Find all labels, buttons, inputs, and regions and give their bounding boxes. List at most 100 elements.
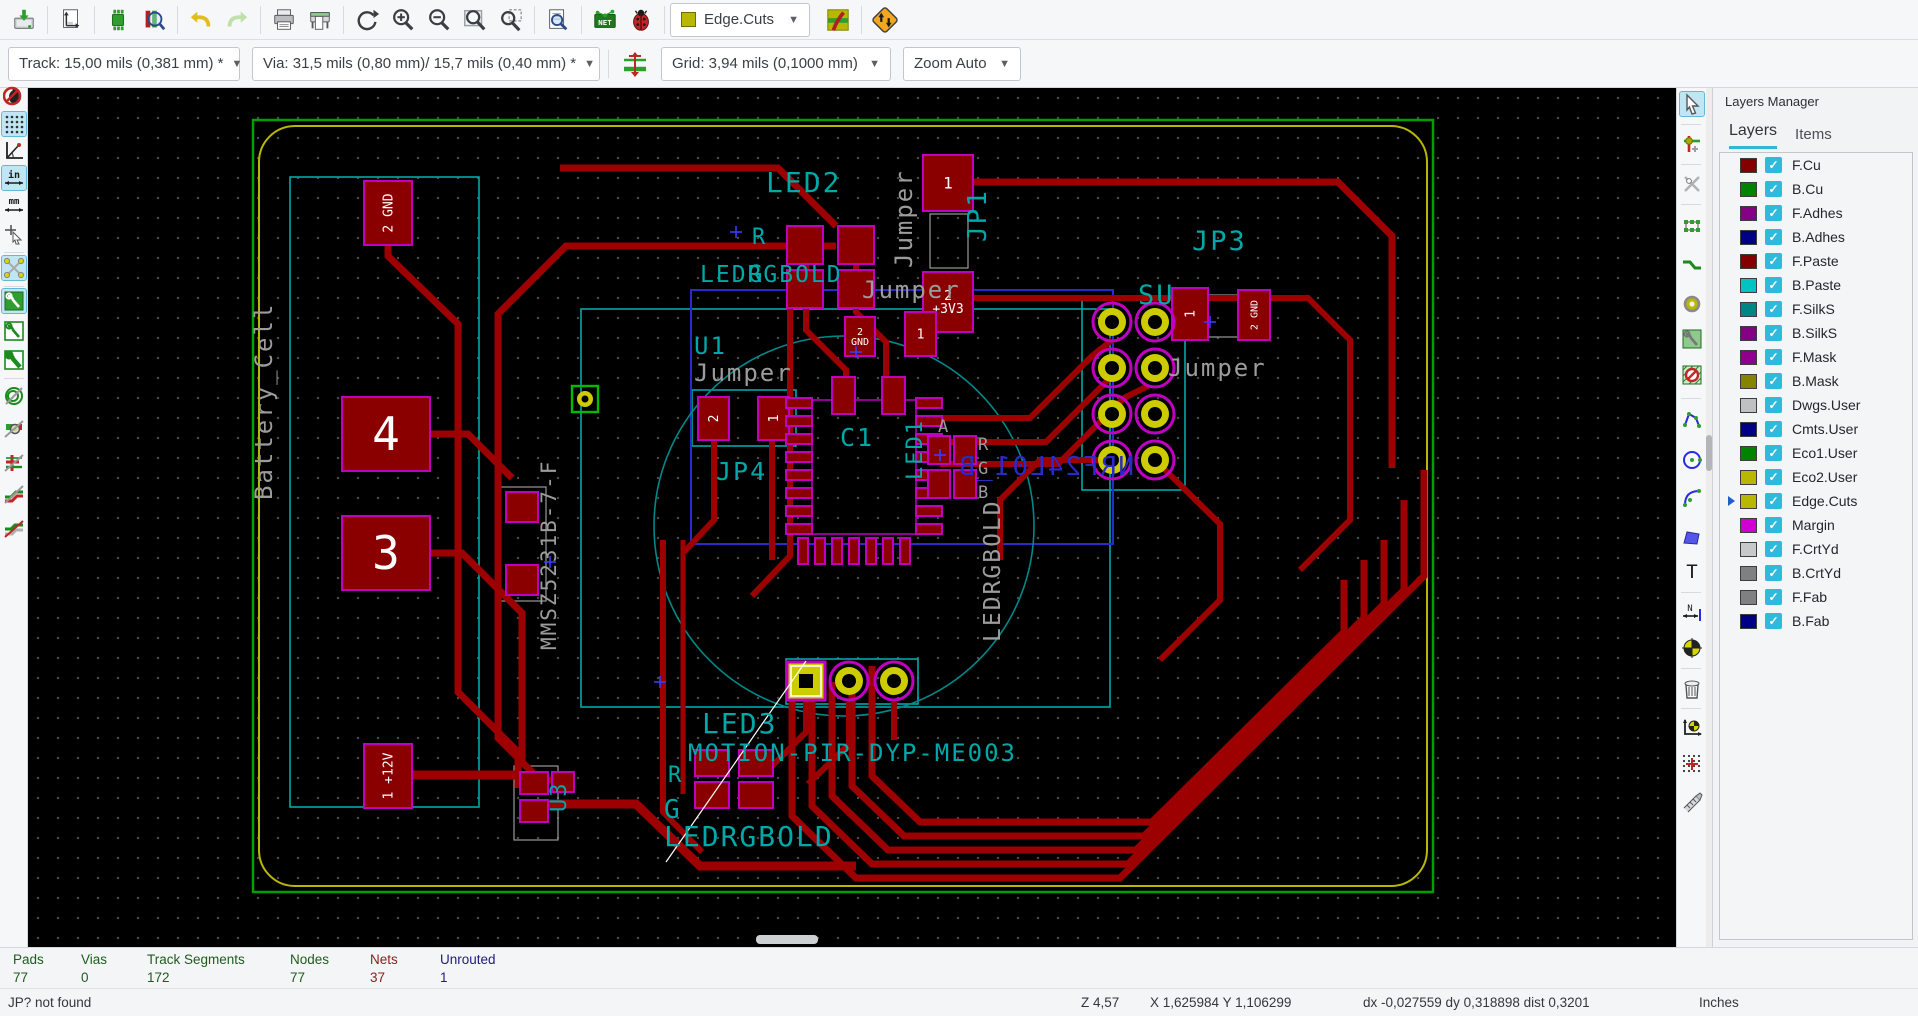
find-icon[interactable]: [540, 3, 576, 37]
high-contrast-icon[interactable]: [2, 516, 26, 540]
layer-row-cmts-user[interactable]: ✓Cmts.User: [1720, 417, 1912, 441]
layer-visibility-checkbox[interactable]: ✓: [1765, 325, 1782, 341]
layer-color-swatch[interactable]: [1740, 542, 1757, 557]
layer-visibility-checkbox[interactable]: ✓: [1765, 397, 1782, 413]
layer-color-swatch[interactable]: [1740, 590, 1757, 605]
route-track-icon[interactable]: [1680, 253, 1704, 277]
layer-visibility-checkbox[interactable]: ✓: [1765, 229, 1782, 245]
highlight-net-icon[interactable]: [1680, 132, 1704, 156]
layer-row-f-paste[interactable]: ✓F.Paste: [1720, 249, 1912, 273]
layer-visibility-checkbox[interactable]: ✓: [1765, 541, 1782, 557]
drc-icon[interactable]: [623, 3, 659, 37]
layer-color-swatch[interactable]: [1740, 278, 1757, 293]
layer-visibility-checkbox[interactable]: ✓: [1765, 493, 1782, 509]
netlist-icon[interactable]: NET: [587, 3, 623, 37]
add-circle-icon[interactable]: [1680, 448, 1704, 472]
pcb-canvas[interactable]: 2 GND1 +12V4312+3V3212GND112 GNDBattery_…: [28, 88, 1676, 947]
select-tool-icon[interactable]: [1680, 92, 1704, 116]
pads-sketch-icon[interactable]: [2, 417, 26, 441]
layer-row-dwgs-user[interactable]: ✓Dwgs.User: [1720, 393, 1912, 417]
zones-outline-icon[interactable]: [2, 319, 26, 343]
layer-visibility-checkbox[interactable]: ✓: [1765, 253, 1782, 269]
layer-color-swatch[interactable]: [1740, 470, 1757, 485]
layer-visibility-checkbox[interactable]: ✓: [1765, 373, 1782, 389]
layer-row-b-cu[interactable]: ✓B.Cu: [1720, 177, 1912, 201]
add-keepout-icon[interactable]: [1680, 363, 1704, 387]
drc-off-icon[interactable]: [2, 84, 26, 108]
zoom-selection-icon[interactable]: [493, 3, 529, 37]
polar-coordinates-icon[interactable]: [2, 139, 26, 163]
vias-sketch-icon[interactable]: [2, 451, 26, 475]
layer-row-margin[interactable]: ✓Margin: [1720, 513, 1912, 537]
local-ratsnest-icon[interactable]: [1680, 172, 1704, 196]
layer-visibility-checkbox[interactable]: ✓: [1765, 349, 1782, 365]
layer-visibility-checkbox[interactable]: ✓: [1765, 421, 1782, 437]
footprint-viewer-icon[interactable]: [136, 3, 172, 37]
auto-track-width-icon[interactable]: [617, 47, 653, 81]
layer-visibility-checkbox[interactable]: ✓: [1765, 565, 1782, 581]
tab-layers[interactable]: Layers: [1729, 122, 1777, 149]
units-mm-icon[interactable]: mm: [2, 193, 26, 217]
zoom-out-icon[interactable]: [421, 3, 457, 37]
layer-color-swatch[interactable]: [1740, 230, 1757, 245]
add-zone-icon[interactable]: [1680, 327, 1704, 351]
measure-tool-icon[interactable]: [1680, 790, 1704, 814]
layer-visibility-checkbox[interactable]: ✓: [1765, 301, 1782, 317]
redo-icon[interactable]: [219, 3, 255, 37]
layer-color-swatch[interactable]: [1740, 206, 1757, 221]
layer-visibility-checkbox[interactable]: ✓: [1765, 589, 1782, 605]
refresh-icon[interactable]: [349, 3, 385, 37]
layer-color-swatch[interactable]: [1740, 494, 1757, 509]
footprint-mode-icon[interactable]: [820, 3, 856, 37]
layer-color-swatch[interactable]: [1740, 302, 1757, 317]
layer-row-eco2-user[interactable]: ✓Eco2.User: [1720, 465, 1912, 489]
via-size-select[interactable]: Via: 31,5 mils (0,80 mm)/ 15,7 mils (0,4…: [252, 47, 600, 81]
layer-visibility-checkbox[interactable]: ✓: [1765, 277, 1782, 293]
layer-row-b-mask[interactable]: ✓B.Mask: [1720, 369, 1912, 393]
zoom-in-icon[interactable]: [385, 3, 421, 37]
layer-color-swatch[interactable]: [1740, 254, 1757, 269]
layer-row-eco1-user[interactable]: ✓Eco1.User: [1720, 441, 1912, 465]
zoom-fit-icon[interactable]: [457, 3, 493, 37]
layer-color-swatch[interactable]: [1740, 158, 1757, 173]
zones-nofill-icon[interactable]: [2, 384, 26, 408]
layer-color-swatch[interactable]: [1740, 326, 1757, 341]
add-via-icon[interactable]: [1680, 292, 1704, 316]
layer-row-b-paste[interactable]: ✓B.Paste: [1720, 273, 1912, 297]
layer-row-f-adhes[interactable]: ✓F.Adhes: [1720, 201, 1912, 225]
drill-origin-icon[interactable]: [1680, 636, 1704, 660]
layer-row-edge-cuts[interactable]: ✓Edge.Cuts: [1720, 489, 1912, 513]
save-icon[interactable]: [6, 3, 42, 37]
cursor-shape-icon[interactable]: [2, 222, 26, 246]
layer-visibility-checkbox[interactable]: ✓: [1765, 517, 1782, 533]
page-settings-icon[interactable]: [53, 3, 89, 37]
layer-color-swatch[interactable]: [1740, 422, 1757, 437]
layer-visibility-checkbox[interactable]: ✓: [1765, 469, 1782, 485]
layer-visibility-checkbox[interactable]: ✓: [1765, 613, 1782, 629]
layer-visibility-checkbox[interactable]: ✓: [1765, 157, 1782, 173]
track-width-select[interactable]: Track: 15,00 mils (0,381 mm) * ▼: [8, 47, 240, 81]
undo-icon[interactable]: [183, 3, 219, 37]
show-ratsnest-icon[interactable]: [2, 256, 26, 280]
add-arc-icon[interactable]: [1680, 486, 1704, 510]
grid-origin-icon[interactable]: [1680, 752, 1704, 776]
plot-icon[interactable]: [302, 3, 338, 37]
layer-row-f-cu[interactable]: ✓F.Cu: [1720, 153, 1912, 177]
layer-row-b-silks[interactable]: ✓B.SilkS: [1720, 321, 1912, 345]
layer-visibility-checkbox[interactable]: ✓: [1765, 445, 1782, 461]
add-polygon-icon[interactable]: [1680, 526, 1704, 550]
layer-color-swatch[interactable]: [1740, 518, 1757, 533]
layer-color-swatch[interactable]: [1740, 614, 1757, 629]
footprint-editor-icon[interactable]: [100, 3, 136, 37]
layer-color-swatch[interactable]: [1740, 350, 1757, 365]
tracks-sketch-icon[interactable]: [2, 482, 26, 506]
layer-visibility-checkbox[interactable]: ✓: [1765, 181, 1782, 197]
layer-row-b-crtyd[interactable]: ✓B.CrtYd: [1720, 561, 1912, 585]
layer-row-b-fab[interactable]: ✓B.Fab: [1720, 609, 1912, 633]
units-inch-icon[interactable]: in: [2, 166, 26, 190]
layer-color-swatch[interactable]: [1740, 446, 1757, 461]
zones-filled-alt-icon[interactable]: [2, 348, 26, 372]
layer-row-b-adhes[interactable]: ✓B.Adhes: [1720, 225, 1912, 249]
delete-tool-icon[interactable]: [1680, 677, 1704, 701]
layer-color-swatch[interactable]: [1740, 182, 1757, 197]
